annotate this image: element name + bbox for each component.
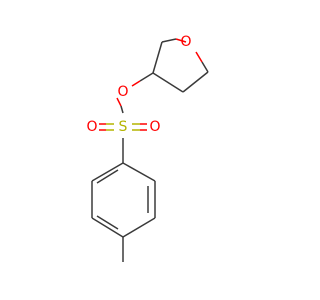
sulfonyl-right-double-bond (132, 123, 147, 131)
sulfonyl-oxygen-left-label: O (86, 119, 97, 135)
bond-o1-c5 (201, 61, 209, 73)
ring-oxygen-label: O (180, 34, 191, 50)
bond-c5-c4 (182, 71, 209, 93)
bond-c3-c2 (152, 41, 163, 74)
sulfonyl-oxygen-right-label: O (149, 119, 160, 135)
ester-oxygen-label: O (117, 84, 128, 100)
bond-oester-s-yellow (120, 105, 124, 114)
bond-o1-c5-red (195, 51, 203, 63)
molecule-drawing: O O S O O (86, 34, 209, 262)
bond-c2-o1-red (175, 38, 187, 43)
benzene-ring (91, 162, 156, 238)
bond-c2-o1 (161, 38, 177, 43)
sulfur-label: S (119, 119, 128, 135)
thf-ring (152, 38, 209, 93)
bond-c3-oester (139, 72, 154, 82)
bond-c3-oester-red (131, 80, 141, 87)
sulfonyl-left-double-bond (99, 123, 114, 131)
bond-c4-c3 (152, 72, 184, 93)
structure-diagram: O O S O O (86, 34, 209, 262)
bond-oester-s-red (116, 97, 122, 107)
